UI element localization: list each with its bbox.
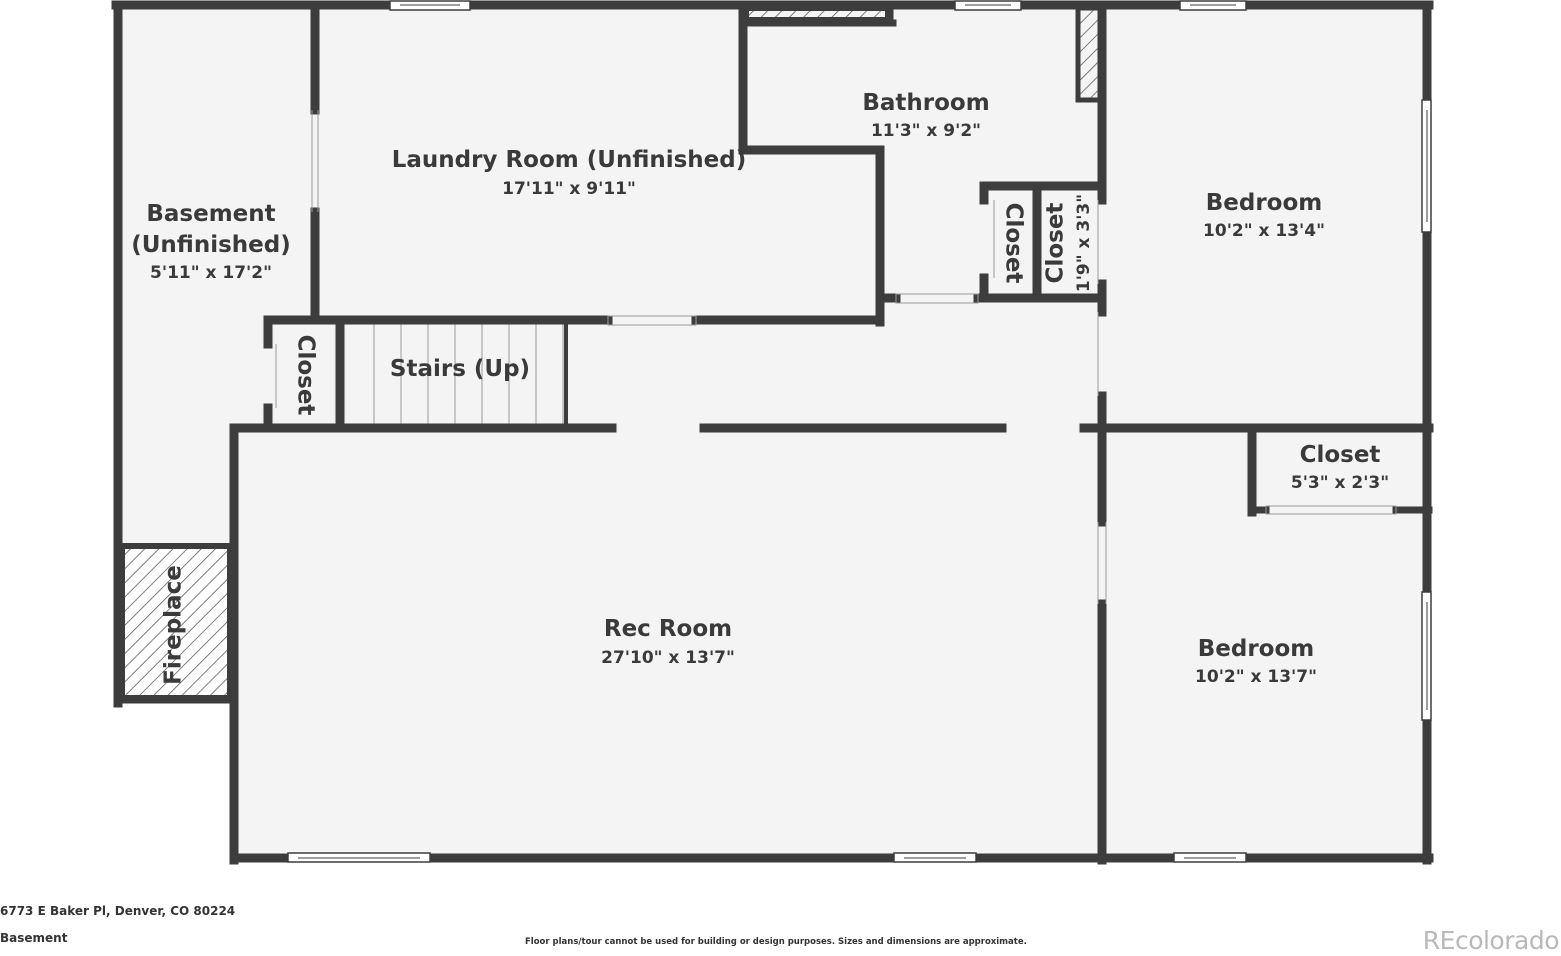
closet-b-label: Closet [1043, 203, 1069, 284]
floor-areas [120, 8, 1426, 858]
laundry-label: Laundry Room (Unfinished) [392, 147, 747, 173]
bathroom-dims: 11'3" x 9'2" [871, 121, 981, 141]
floor-level: Basement [0, 931, 68, 945]
brand-logo: REcolorado [1422, 926, 1560, 955]
floor-plan: Basement (Unfinished) 5'11" x 17'2" Laun… [111, 0, 1434, 865]
basement-label-2: (Unfinished) [131, 232, 291, 258]
bedroom-lower-label: Bedroom [1198, 636, 1315, 662]
bedroom-upper-label: Bedroom [1206, 190, 1323, 216]
chase-top [745, 7, 889, 21]
chase-right [1075, 5, 1103, 103]
bedroom-lower-dims: 10'2" x 13'7" [1195, 667, 1317, 687]
fireplace-label: Fireplace [161, 565, 187, 685]
rec-room-dims: 27'10" x 13'7" [601, 648, 735, 668]
bathroom-label: Bathroom [862, 90, 989, 116]
stairs-label: Stairs (Up) [390, 356, 530, 382]
bedroom-upper-dims: 10'2" x 13'4" [1203, 221, 1325, 241]
closet-bedroom-label: Closet [1300, 442, 1381, 468]
laundry-dims: 17'11" x 9'11" [502, 179, 636, 199]
window-inner-lines [298, 4, 1428, 859]
disclaimer: Floor plans/tour cannot be used for buil… [525, 937, 1027, 947]
openings [275, 110, 1397, 604]
basement-dims: 5'11" x 17'2" [150, 263, 272, 283]
closet-b-dims: 1'9" x 3'3" [1074, 194, 1094, 292]
closet-stairs-label: Closet [293, 335, 319, 416]
closet-a-label: Closet [1001, 203, 1027, 284]
stairs-treads [373, 324, 564, 424]
basement-label-1: Basement [146, 201, 275, 227]
property-address: 6773 E Baker Pl, Denver, CO 80224 [0, 904, 236, 918]
room-labels: Basement (Unfinished) 5'11" x 17'2" Laun… [131, 90, 1389, 687]
rec-room-label: Rec Room [604, 616, 732, 642]
closet-bedroom-dims: 5'3" x 2'3" [1291, 473, 1389, 493]
